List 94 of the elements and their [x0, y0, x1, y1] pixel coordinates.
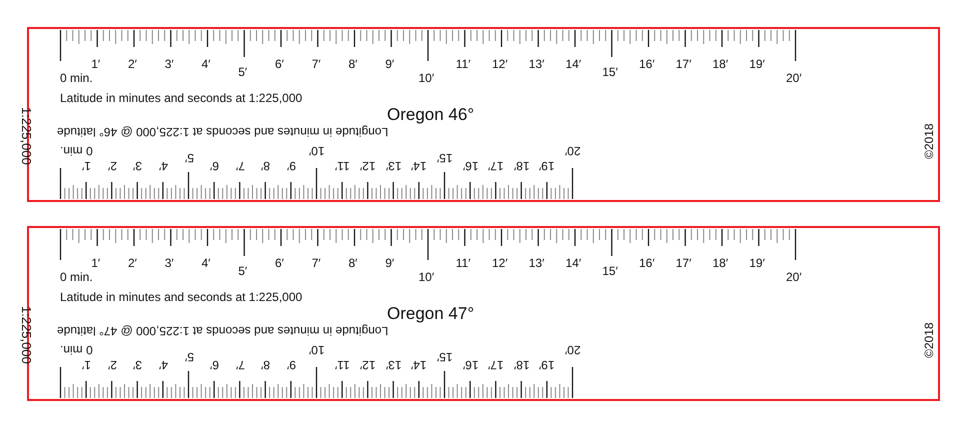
tick-label: 4′ — [202, 257, 210, 270]
tick-label: 11′ — [456, 257, 470, 270]
tick-label: 18′ — [712, 257, 728, 270]
tick-label: 15′ — [602, 66, 618, 79]
tick-label: 16′ — [639, 58, 655, 71]
longitude-caption: Longitude in minutes and seconds at 1:225,000 @ 47° latitude — [57, 324, 388, 338]
tick-label: 11′ — [335, 358, 350, 371]
copyright-text: ©2018 — [922, 123, 936, 159]
tick-label: 11′ — [456, 58, 470, 71]
tick-label: 1′ — [82, 358, 92, 371]
tick-label: 10′ — [418, 271, 434, 284]
tick-label: 3′ — [133, 159, 142, 172]
tick-label: 16′ — [462, 159, 478, 172]
tick-label: 0 min. — [60, 72, 93, 85]
tick-label: 2′ — [128, 58, 137, 71]
tick-label: 3′ — [133, 358, 142, 371]
tick-label: 0 min. — [60, 144, 93, 157]
tick-label: 9′ — [385, 58, 394, 71]
ruler-title: Oregon 47° — [387, 304, 474, 324]
tick-label: 10′ — [309, 144, 325, 157]
tick-label: 19′ — [539, 159, 555, 172]
tick-label: 15′ — [437, 151, 453, 164]
tick-label: 16′ — [462, 358, 478, 371]
tick-label: 13′ — [528, 257, 544, 270]
tick-label: 4′ — [202, 58, 210, 71]
tick-label: 14′ — [566, 257, 582, 270]
tick-label: 20′ — [565, 144, 581, 157]
tick-label: 19′ — [749, 58, 765, 71]
tick-label: 1′ — [91, 257, 100, 270]
tick-label: 9′ — [385, 257, 394, 270]
tick-label: 13′ — [386, 358, 402, 371]
tick-label: 17′ — [676, 58, 692, 71]
scale-ratio-text: 1:225,000 — [19, 107, 33, 165]
tick-label: 15′ — [602, 265, 618, 278]
tick-label: 1′ — [82, 159, 92, 172]
tick-label: 19′ — [539, 358, 555, 371]
tick-label: 11′ — [335, 159, 350, 172]
tick-label: 15′ — [437, 350, 453, 363]
tick-label: 18′ — [514, 159, 530, 172]
tick-label: 2′ — [108, 159, 117, 172]
tick-label: 3′ — [164, 58, 174, 71]
tick-label: 10′ — [418, 72, 434, 85]
tick-label: 2′ — [128, 257, 137, 270]
tick-label: 6′ — [275, 257, 284, 270]
tick-label: 17′ — [676, 257, 692, 270]
tick-label: 13′ — [528, 58, 544, 71]
longitude-caption: Longitude in minutes and seconds at 1:225,000 @ 46° latitude — [57, 125, 388, 139]
tick-label: 14′ — [411, 358, 427, 371]
tick-label: 12′ — [492, 58, 508, 71]
tick-label: 5′ — [238, 66, 248, 79]
tick-label: 6′ — [275, 58, 284, 71]
scale-ratio-text: 1:225,000 — [19, 306, 33, 364]
tick-label: 20′ — [786, 271, 802, 284]
tick-label: 1′ — [91, 58, 100, 71]
tick-label: 2′ — [108, 358, 117, 371]
tick-label: 5′ — [184, 151, 194, 164]
tick-label: 13′ — [386, 159, 402, 172]
tick-label: 18′ — [514, 358, 530, 371]
tick-label: 8′ — [261, 159, 270, 172]
tick-label: 8′ — [348, 257, 358, 270]
tick-label: 8′ — [261, 358, 270, 371]
tick-label: 7′ — [312, 257, 321, 270]
tick-label: 12′ — [360, 159, 376, 172]
tick-label: 3′ — [164, 257, 174, 270]
tick-label: 0 min. — [60, 343, 93, 356]
tick-label: 14′ — [566, 58, 582, 71]
tick-label: 20′ — [786, 72, 802, 85]
tick-label: 19′ — [749, 257, 765, 270]
tick-label: 6′ — [210, 358, 220, 371]
tick-label: 20′ — [565, 343, 581, 356]
tick-label: 10′ — [309, 343, 325, 356]
tick-label: 16′ — [639, 257, 655, 270]
tick-label: 7′ — [312, 58, 321, 71]
tick-label: 18′ — [712, 58, 728, 71]
latitude-caption: Latitude in minutes and seconds at 1:225,000 — [60, 91, 302, 105]
tick-label: 12′ — [360, 358, 376, 371]
tick-label: 5′ — [184, 350, 194, 363]
tick-label: 17′ — [488, 358, 504, 371]
tick-label: 7′ — [236, 358, 245, 371]
tick-label: 8′ — [348, 58, 358, 71]
tick-label: 5′ — [238, 265, 248, 278]
tick-label: 12′ — [492, 257, 508, 270]
tick-label: 4′ — [158, 358, 168, 371]
tick-label: 4′ — [158, 159, 168, 172]
tick-label: 14′ — [411, 159, 427, 172]
tick-label: 17′ — [488, 159, 504, 172]
tick-label: 7′ — [236, 159, 245, 172]
tick-label: 9′ — [286, 358, 296, 371]
tick-label: 0 min. — [60, 271, 93, 284]
tick-label: 6′ — [210, 159, 220, 172]
copyright-text: ©2018 — [922, 322, 936, 358]
ruler-title: Oregon 46° — [387, 105, 474, 125]
latitude-caption: Latitude in minutes and seconds at 1:225,000 — [60, 290, 302, 304]
tick-label: 9′ — [286, 159, 296, 172]
